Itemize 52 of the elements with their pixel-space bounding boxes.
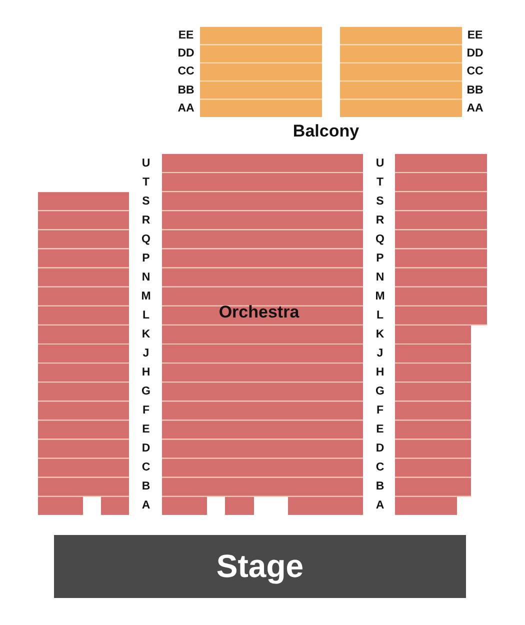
row-label: D bbox=[142, 444, 150, 455]
row-label: CC bbox=[178, 66, 194, 78]
stage-block bbox=[54, 535, 466, 598]
row-label: H bbox=[376, 367, 384, 379]
row-label: G bbox=[142, 386, 150, 398]
row-label: R bbox=[142, 214, 150, 226]
row-label: H bbox=[142, 367, 150, 379]
row-label: G bbox=[376, 386, 384, 398]
row-label: P bbox=[376, 253, 384, 264]
row-label: S bbox=[376, 196, 384, 208]
row-label: T bbox=[376, 176, 384, 188]
row-label: K bbox=[142, 329, 150, 341]
row-label: CC bbox=[466, 66, 484, 78]
row-label: L bbox=[376, 310, 384, 322]
row-label: M bbox=[141, 291, 151, 303]
row-label: M bbox=[375, 291, 385, 303]
row-label: K bbox=[376, 329, 384, 341]
row-label: R bbox=[376, 214, 384, 226]
row-label: B bbox=[142, 482, 150, 494]
row-label: EE bbox=[178, 30, 194, 42]
row-label: DD bbox=[466, 48, 484, 60]
row-label: N bbox=[376, 272, 384, 284]
row-label: BB bbox=[466, 84, 484, 96]
row-label: U bbox=[142, 158, 150, 170]
row-label: T bbox=[142, 176, 150, 188]
row-label: AA bbox=[178, 103, 194, 115]
row-label: F bbox=[142, 405, 150, 417]
row-label: J bbox=[376, 348, 384, 360]
row-label: AA bbox=[466, 103, 484, 115]
row-label: E bbox=[142, 424, 150, 436]
row-label: A bbox=[376, 500, 384, 512]
row-label: J bbox=[142, 348, 150, 360]
row-label: F bbox=[376, 405, 384, 417]
row-label: D bbox=[376, 444, 384, 455]
row-label: BB bbox=[178, 84, 194, 96]
row-label: A bbox=[142, 500, 150, 512]
row-label: B bbox=[376, 482, 384, 494]
row-label: Q bbox=[376, 234, 384, 246]
row-label: E bbox=[376, 424, 384, 436]
row-label: U bbox=[376, 158, 384, 170]
row-label: L bbox=[142, 310, 150, 322]
row-label: DD bbox=[178, 48, 194, 60]
row-label: EE bbox=[467, 30, 483, 42]
section-label: Balcony bbox=[292, 122, 360, 140]
stage-label: Stage bbox=[216, 548, 304, 585]
row-label: C bbox=[142, 462, 150, 474]
row-label: N bbox=[142, 272, 150, 284]
row-label: P bbox=[142, 253, 150, 264]
row-label: S bbox=[142, 196, 150, 208]
row-label: Q bbox=[142, 234, 150, 246]
section-label: Orchestra bbox=[218, 304, 300, 320]
row-label: C bbox=[376, 462, 384, 474]
